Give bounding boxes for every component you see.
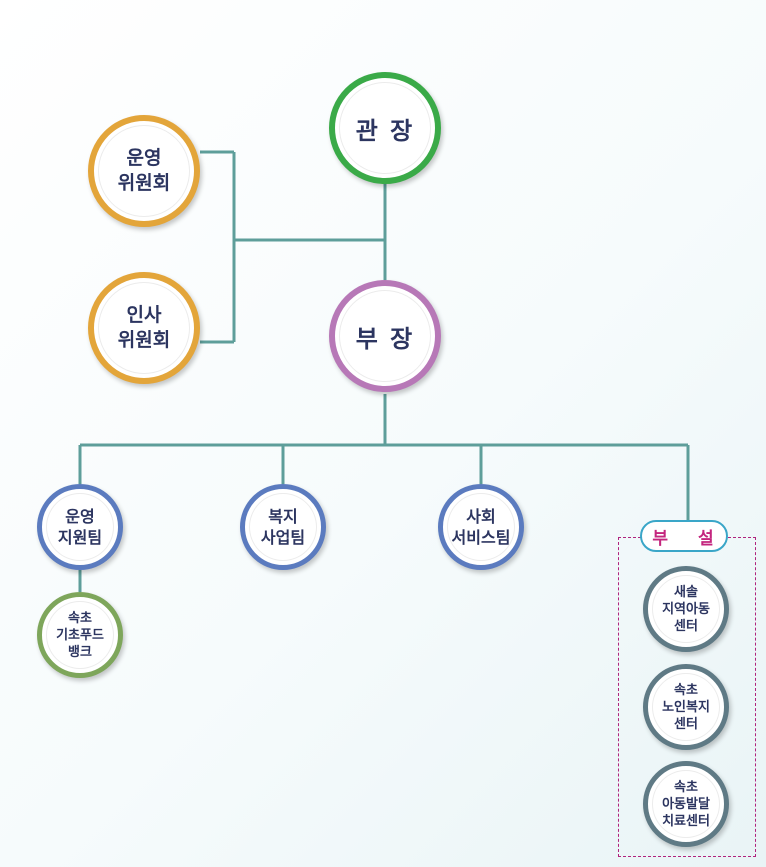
annex-center-node: 속초 아동발달 치료센터 xyxy=(643,761,729,847)
team-node: 사회 서비스팀 xyxy=(438,484,524,570)
committee-node: 인사 위원회 xyxy=(88,272,200,384)
team-label: 사회 서비스팀 xyxy=(451,507,511,547)
annex-center-label: 속초 아동발달 치료센터 xyxy=(662,779,710,829)
team-node: 복지 사업팀 xyxy=(240,484,326,570)
food-bank-label: 속초 기초푸드 뱅크 xyxy=(56,610,104,660)
food-bank-node: 속초 기초푸드 뱅크 xyxy=(37,592,123,678)
committee-label: 인사 위원회 xyxy=(117,304,171,351)
vice-director-label: 부 장 xyxy=(355,324,415,353)
team-label: 운영 지원팀 xyxy=(57,507,103,547)
committee-label: 운영 위원회 xyxy=(117,147,171,194)
director-node: 관 장 xyxy=(329,72,441,184)
committee-node: 운영 위원회 xyxy=(88,115,200,227)
annex-title: 부 설 xyxy=(640,520,728,552)
annex-center-label: 새솔 지역아동 센터 xyxy=(662,584,710,634)
team-node: 운영 지원팀 xyxy=(37,484,123,570)
annex-center-label: 속초 노인복지 센터 xyxy=(662,682,710,732)
director-label: 관 장 xyxy=(355,116,415,145)
annex-center-node: 속초 노인복지 센터 xyxy=(643,664,729,750)
vice-director-node: 부 장 xyxy=(329,280,441,392)
annex-center-node: 새솔 지역아동 센터 xyxy=(643,566,729,652)
team-label: 복지 사업팀 xyxy=(260,507,306,547)
